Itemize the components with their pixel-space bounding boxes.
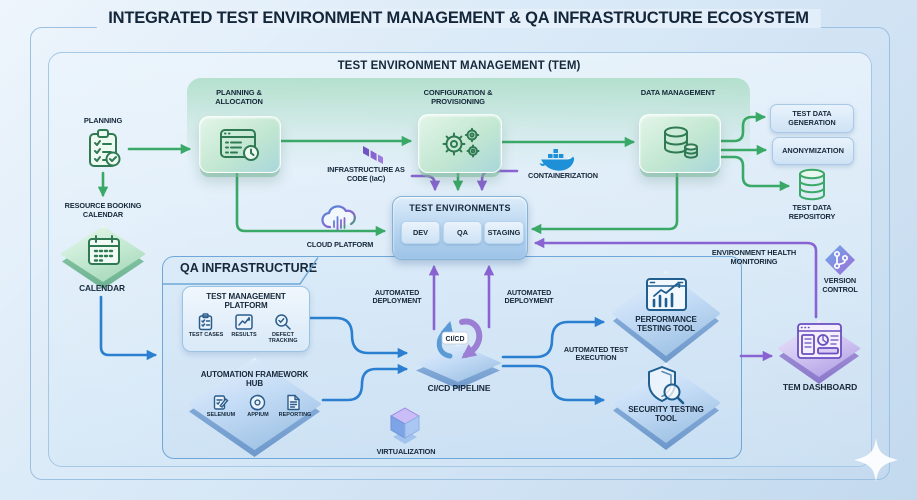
cloud-platform-label: CLOUD PLATFORM <box>306 240 374 249</box>
test-cases-label: TEST CASES <box>188 332 224 338</box>
security-testing-tool-label: SECURITY TESTING TOOL <box>628 405 704 424</box>
qa-label-tab <box>163 257 319 285</box>
automated-deployment-right-label: AUTOMATED DEPLOYMENT <box>504 288 554 306</box>
page-title: INTEGRATED TEST ENVIRONMENT MANAGEMENT &… <box>96 9 821 28</box>
selenium-icon <box>213 394 229 411</box>
env-chip-qa: QA <box>443 221 482 244</box>
tem-dashboard <box>777 320 861 384</box>
cicd-badge: CI/CD <box>445 336 464 343</box>
resource-booking-calendar-label: RESOURCE BOOKING CALENDAR <box>64 201 142 219</box>
arrow-iac-to-environments <box>410 174 441 192</box>
planning-label: PLANNING <box>83 116 123 125</box>
test-environments-title: TEST ENVIRONMENTS <box>409 203 511 213</box>
automated-deployment-left-label: AUTOMATED DEPLOYMENT <box>372 288 422 306</box>
configuration-provisioning-label: CONFIGURATION & PROVISIONING <box>423 88 493 106</box>
reporting-icon <box>286 394 301 411</box>
arrow-allocation-to-environments-via-cloud <box>235 169 387 237</box>
test-environments-box: TEST ENVIRONMENTS DEV QA STAGING <box>392 196 528 260</box>
automated-test-execution-label: AUTOMATED TEST EXECUTION <box>563 345 629 363</box>
arrow-calendar-to-qa <box>99 295 158 361</box>
cicd-loop-icon: CI/CD <box>436 318 483 359</box>
test-management-platform-title: TEST MANAGEMENT PLATFORM <box>206 292 286 311</box>
test-cases-icon <box>197 313 214 331</box>
cicd-platform <box>414 344 502 389</box>
env-chip-staging: STAGING <box>484 221 524 244</box>
appium-label: APPIUM <box>247 412 269 418</box>
anonymization-box: ANONYMIZATION <box>772 137 854 165</box>
planning-icon <box>85 128 123 170</box>
arrow-containerization-to-environments <box>476 169 519 192</box>
virtualization-label: VIRTUALIZATION <box>376 447 436 456</box>
arrow-monitoring-to-environments <box>533 237 818 319</box>
calendar-label: CALENDAR <box>79 283 125 293</box>
version-control-icon <box>825 245 855 275</box>
env-chip-dev: DEV <box>401 221 440 244</box>
arrow-datamgmt-to-repository <box>717 155 791 192</box>
green-flows <box>97 111 791 237</box>
tem-section-title: TEST ENVIRONMENT MANAGEMENT (TEM) <box>337 60 581 72</box>
test-data-repository-icon <box>796 168 828 202</box>
docker-icon <box>539 146 575 173</box>
tem-dashboard-label: TEM DASHBOARD <box>782 382 858 392</box>
data-management-label: DATA MANAGEMENT <box>640 88 716 97</box>
arrow-datamgmt-to-environments <box>530 169 679 235</box>
defect-tracking-label: DEFECT TRACKING <box>268 332 298 345</box>
data-management-box <box>639 114 721 173</box>
performance-testing-tool: PERFORMANCE TESTING TOOL <box>611 271 721 363</box>
security-testing-tool: SECURITY TESTING TOOL <box>611 363 721 450</box>
results-icon <box>235 314 253 330</box>
cicd-pipeline-label: CI/CD PIPELINE <box>427 383 491 393</box>
planning-allocation-label: PLANNING & ALLOCATION <box>215 88 263 106</box>
qa-section-title: QA INFRASTRUCTURE <box>180 261 318 275</box>
security-shield-icon <box>645 365 687 407</box>
virtualization-icon <box>386 406 424 448</box>
automation-framework-hub-title: AUTOMATION FRAMEWORK HUB <box>200 370 309 389</box>
tem-dashboard-icon <box>796 322 843 360</box>
arrow-tmp-to-cicd <box>307 316 409 359</box>
defect-tracking-icon <box>274 313 292 331</box>
appium-icon <box>249 394 266 411</box>
terraform-icon <box>362 144 383 166</box>
test-management-platform-box: TEST MANAGEMENT PLATFORM TEST CASES RESU… <box>182 286 310 352</box>
configuration-provisioning-box <box>418 114 502 173</box>
purple-flows <box>410 169 818 362</box>
sparkle-icon <box>854 438 898 482</box>
results-label: RESULTS <box>231 332 257 338</box>
performance-testing-tool-label: PERFORMANCE TESTING TOOL <box>635 315 697 334</box>
planning-allocation-box <box>199 116 281 173</box>
test-data-generation-box: TEST DATA GENERATION <box>770 104 854 133</box>
performance-chart-icon <box>645 277 688 314</box>
reporting-label: REPORTING <box>278 412 312 418</box>
selenium-label: SELENIUM <box>206 412 236 418</box>
environment-health-monitoring-label: ENVIRONMENT HEALTH MONITORING <box>711 248 797 266</box>
cloud-platform-icon <box>320 203 360 237</box>
calendar-icon <box>86 233 122 267</box>
infrastructure-as-code-label: INFRASTRUCTURE AS CODE (IaC) <box>327 165 405 183</box>
blue-flows <box>99 295 606 406</box>
containerization-label: CONTAINERIZATION <box>528 171 598 180</box>
test-data-repository-label: TEST DATA REPOSITORY <box>788 203 836 221</box>
arrow-cicd-to-performance <box>501 316 606 359</box>
calendar-platform <box>60 226 146 289</box>
arrow-datamgmt-to-generation <box>717 111 767 143</box>
arrow-cicd-to-security <box>501 364 606 406</box>
version-control-label: VERSION CONTROL <box>822 276 858 294</box>
automation-framework-hub: AUTOMATION FRAMEWORK HUB SELENIUM APPIUM… <box>187 358 322 457</box>
arrow-afh-to-cicd <box>321 363 409 402</box>
